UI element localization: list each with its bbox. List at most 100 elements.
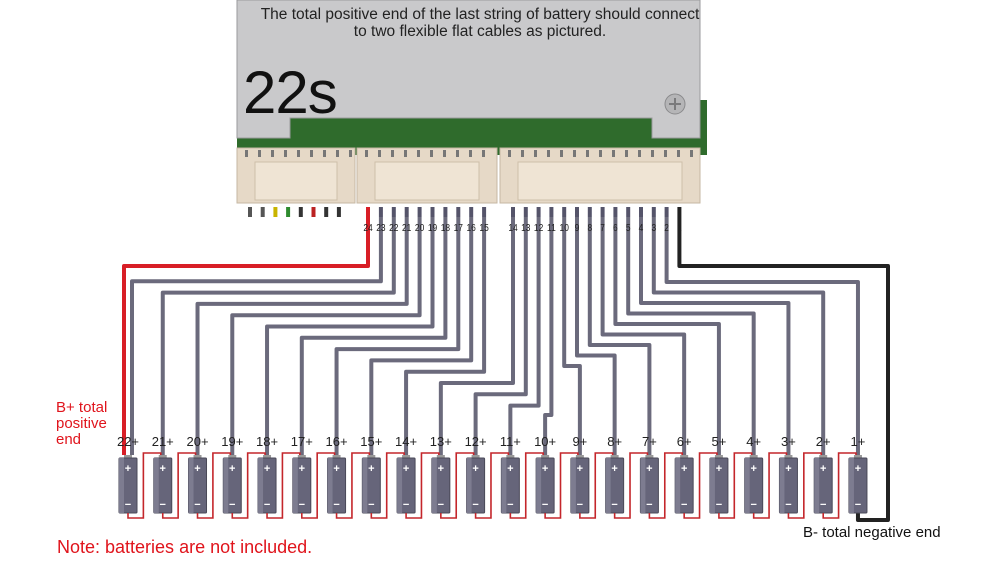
pin-label: 19 — [428, 222, 437, 234]
battery-label: 2+ — [816, 434, 831, 449]
connector-pin — [366, 207, 370, 217]
connector-housings — [236, 147, 701, 217]
pin-label: 16 — [467, 222, 476, 234]
battery-highlight — [188, 458, 194, 513]
connector-pin — [626, 207, 631, 217]
minus-terminal-icon: − — [333, 499, 339, 511]
battery-cap — [402, 455, 411, 459]
series-link-wire — [752, 452, 788, 519]
minus-terminal-icon: − — [855, 499, 861, 511]
pin-label: 3 — [651, 222, 656, 234]
connector-contact — [482, 150, 485, 157]
battery: 19++− — [221, 434, 266, 519]
connector-contact — [456, 150, 459, 157]
battery-highlight — [709, 458, 715, 513]
battery-label: 8+ — [607, 434, 622, 449]
sense-wire — [587, 217, 652, 455]
battery-cap — [819, 455, 828, 459]
sense-wire — [265, 217, 435, 455]
pin-label: 24 — [363, 222, 372, 234]
connector-contact — [336, 150, 339, 157]
model-label: 22s — [243, 59, 338, 126]
pin-label: 10 — [560, 222, 569, 234]
series-link-wire — [301, 452, 336, 519]
connector-contact — [651, 150, 654, 157]
battery: 16++− — [326, 434, 371, 519]
connector-latch — [374, 161, 480, 201]
battery-cap — [193, 455, 202, 459]
plus-terminal-icon: + — [125, 463, 131, 475]
pin-label: 2 — [664, 222, 669, 234]
battery-label: 4+ — [746, 434, 761, 449]
battery-cap — [124, 455, 132, 459]
battery-label: 21+ — [152, 434, 174, 449]
minus-terminal-icon: − — [750, 499, 756, 511]
plus-terminal-icon: + — [681, 463, 687, 475]
plus-terminal-icon: + — [264, 463, 270, 475]
sense-wire — [473, 217, 528, 455]
battery-label: 3+ — [781, 434, 796, 449]
series-link-wire — [335, 452, 371, 519]
connector-contact — [245, 150, 248, 157]
battery-cap — [506, 455, 515, 459]
plus-terminal-icon: + — [577, 463, 583, 475]
pin-label: 20 — [415, 222, 424, 234]
aux-pin — [286, 207, 291, 217]
battery-cap — [575, 455, 584, 459]
pin-label: 11 — [547, 222, 556, 234]
b-minus-label: B- total negative end — [803, 524, 941, 541]
battery-label: 9+ — [572, 434, 587, 449]
battery-cap — [714, 455, 723, 459]
sense-wire — [562, 217, 582, 455]
series-link-wire — [718, 452, 753, 519]
pin-label: 21 — [402, 222, 411, 234]
battery-highlight — [258, 458, 264, 513]
minus-terminal-icon: − — [716, 499, 722, 511]
aux-pin — [311, 207, 316, 217]
minus-terminal-icon: − — [646, 499, 652, 511]
plus-terminal-icon: + — [403, 463, 409, 475]
connector-contact — [573, 150, 576, 157]
connector-pin — [482, 207, 487, 217]
battery-highlight — [397, 458, 403, 513]
plus-terminal-icon: + — [368, 463, 374, 475]
pin-label: 22 — [389, 222, 398, 234]
battery-cap — [541, 455, 550, 459]
minus-terminal-icon: − — [194, 499, 200, 511]
series-link-wire — [474, 452, 510, 519]
aux-pin — [248, 207, 252, 217]
battery-cap — [228, 455, 237, 459]
battery-cap — [297, 455, 306, 459]
battery-highlight — [223, 458, 229, 513]
sense-wire — [299, 217, 448, 455]
battery-cap — [645, 455, 654, 459]
plus-terminal-icon: + — [507, 463, 513, 475]
series-link-wire — [509, 452, 544, 519]
connector-pin — [456, 207, 461, 217]
battery: 22++− — [117, 434, 162, 519]
connector-pin — [664, 207, 669, 217]
battery: 3++− — [778, 434, 822, 519]
battery-highlight — [848, 458, 854, 513]
battery: 20++− — [186, 434, 232, 519]
sense-wire — [369, 217, 474, 455]
connector-contact — [690, 150, 693, 157]
series-link-wire — [822, 452, 857, 519]
battery: 1++− — [848, 434, 868, 514]
connector-pin — [430, 207, 435, 217]
connector-pin — [677, 207, 682, 217]
connector-contact — [547, 150, 550, 157]
series-link-wire — [127, 452, 162, 519]
connector-contact — [404, 150, 407, 157]
battery: 14++− — [395, 434, 440, 519]
pin-label: 7 — [600, 222, 605, 234]
sense-wire — [404, 217, 487, 455]
minus-terminal-icon: − — [438, 499, 444, 511]
wires — [122, 217, 890, 522]
plus-terminal-icon: + — [160, 463, 166, 475]
connector-contact — [586, 150, 589, 157]
battery-highlight — [570, 458, 576, 513]
pin-label: 6 — [613, 222, 618, 234]
minus-terminal-icon: − — [820, 499, 826, 511]
